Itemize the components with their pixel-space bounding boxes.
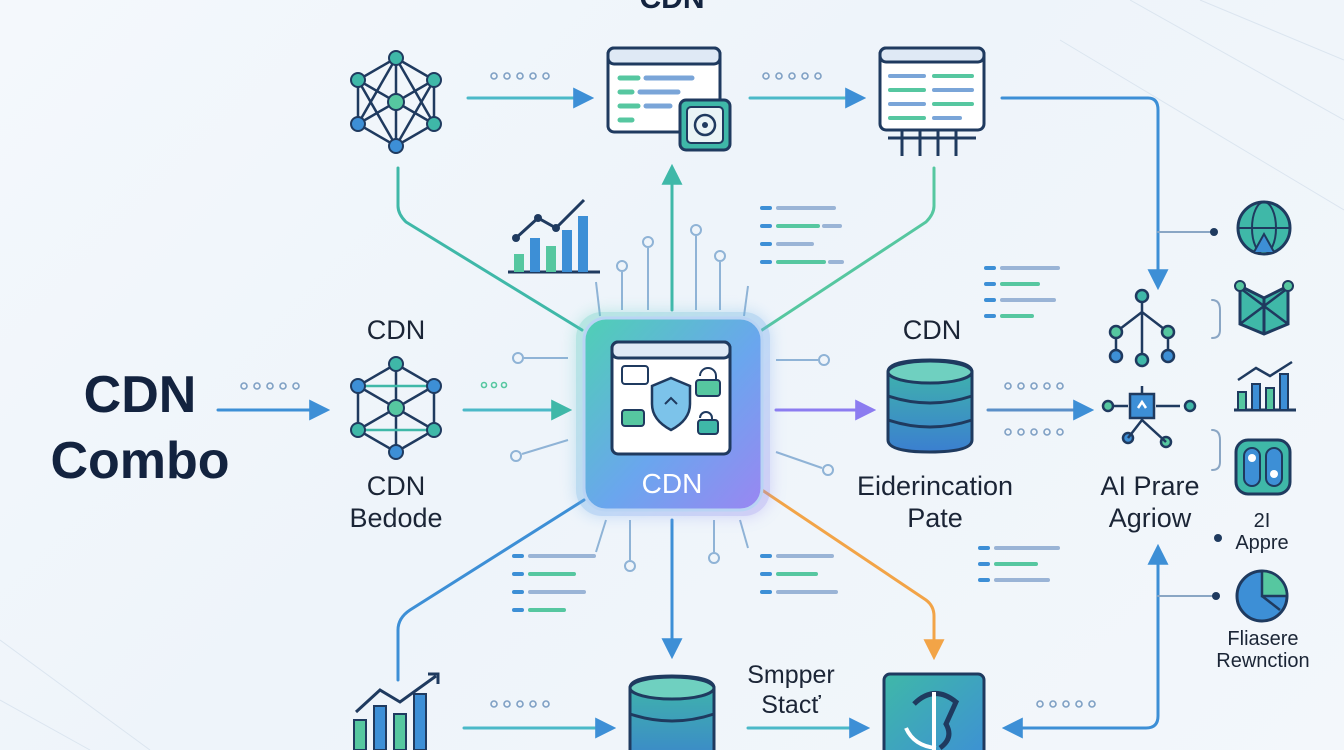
shield-lock-icon [610,340,732,456]
right-node-bottom-label: Eiderincation Pate [830,470,1040,534]
side-small-line2: Appre [1235,532,1289,554]
ai-tree-icon [1101,288,1197,449]
top-title: CDN [602,0,742,16]
bar-chart-icon [353,672,440,750]
right-node-bottom-line1: Eiderincation [856,471,1014,501]
database-icon [628,674,716,750]
right-node-top-label: CDN [902,315,962,345]
main-title-line2: Combo [50,432,230,490]
bottom-stack-line1: Smpper [747,661,835,689]
globe-icon [1236,200,1292,256]
side-bottom-line2: Rewnction [1216,650,1310,672]
network-icon [350,356,442,460]
dot-trails [240,72,1096,708]
line-hub-to-chart [396,498,586,682]
database-icon [886,358,974,454]
main-title: CDN Combo [40,362,240,494]
bar-chart-icon [1234,360,1296,412]
right-node-bottom-line2: Pate [907,503,963,533]
gauge-icon [1234,438,1292,496]
server-grid-icon [878,46,986,156]
side-bottom-label: Fliasere Rewnction [1200,628,1326,672]
bottom-stack-label: Smpper Stacť [726,660,856,720]
pie-chart-icon [1235,569,1289,623]
side-bottom-line1: Fliasere [1227,628,1299,650]
line-server-to-hub [760,166,936,332]
line-network-to-hub [396,166,584,332]
circuit-traces [510,224,834,572]
left-node-bottom-line2: Bedode [349,503,443,533]
connector-dots [1210,228,1222,600]
bar-chart-icon [508,198,600,274]
network-icon [350,50,442,154]
left-node-bottom-line1: CDN [366,471,426,501]
arrow-server-to-ai [1000,96,1169,291]
book-icon [1234,280,1294,336]
arrow-hub-to-loop [760,488,945,661]
ai-label-line1: AI Prare [1100,471,1200,501]
arrow-right-to-loop [1001,546,1160,739]
main-title-line1: CDN [83,366,197,424]
connections [216,87,1221,739]
text-line-glyphs [512,206,1060,612]
central-hub [576,312,770,516]
loop-icon [882,672,986,750]
left-node-top-label: CDN [366,315,426,345]
side-small-line1: 2I [1253,510,1271,532]
bottom-stack-line2: Stacť [761,691,821,719]
left-node-bottom-label: CDN Bedode [316,470,476,534]
ai-label: AI Prare Agriow [1080,470,1220,534]
hub-label: CDN [641,468,703,499]
ai-label-line2: Agriow [1108,503,1192,533]
side-small-label: 2I Appre [1222,510,1302,554]
safe-icon [678,98,732,152]
